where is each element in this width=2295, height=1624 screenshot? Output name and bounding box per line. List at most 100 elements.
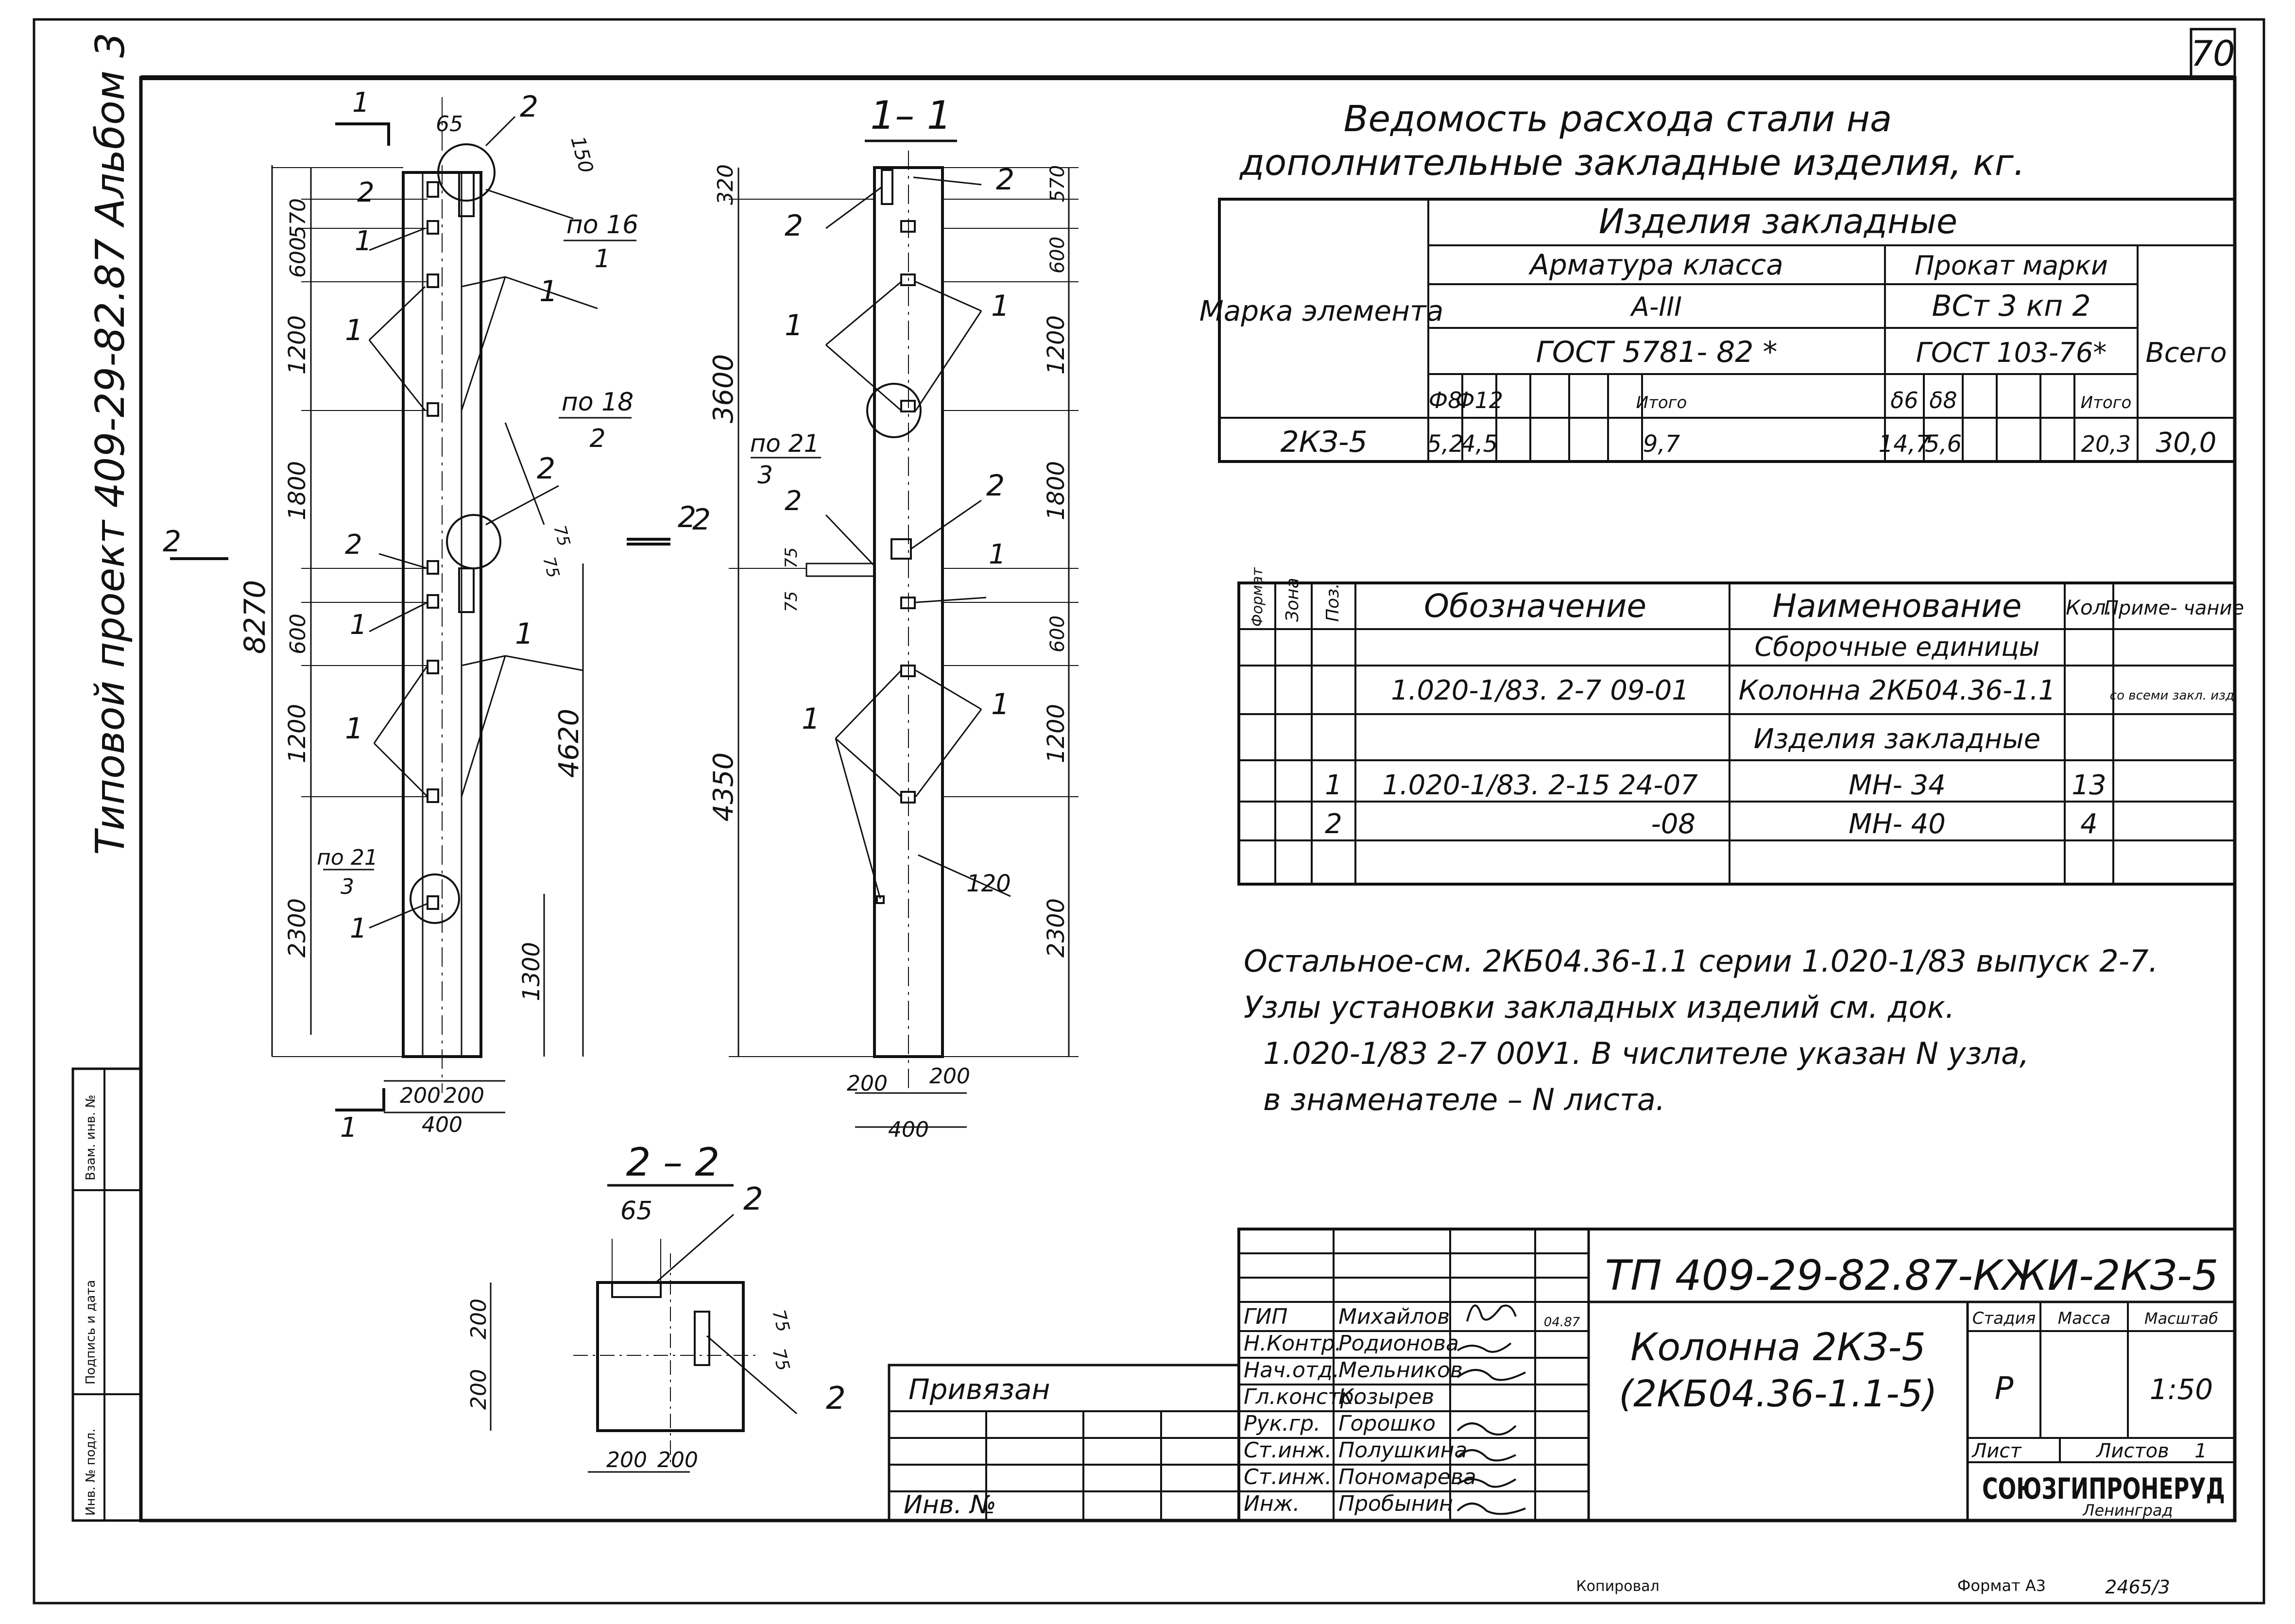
elev-pos2-b: 2 [345,529,362,561]
elev-dim-400: 400 [422,1112,462,1137]
elev-pos2-top: 2 [520,90,538,124]
section-1-top: 1 [352,87,370,119]
s11-dim-400: 400 [888,1117,929,1142]
node-16-label: по 16 [566,210,639,239]
tb-sheets-value: 1 [2194,1440,2207,1462]
spec-h-pos: Поз. [1323,583,1343,622]
steel-row-mark: 2КЗ-5 [1280,425,1367,459]
footer-format: Формат А3 [1957,1576,2046,1595]
steel-consumption-table: Ведомость расхода стали на дополнительны… [1199,98,2236,463]
role-title: Ст.инж. [1244,1438,1332,1463]
steel-col-rebar-gost: ГОСТ 5781- 82 * [1536,335,1777,369]
role-title: Н.Контр. [1244,1331,1342,1356]
steel-val-total: 30,0 [2156,427,2217,459]
elev-dim-1200: 1200 [284,315,311,375]
s11-dim-200b: 200 [929,1064,970,1089]
title-block: ТП 409-29-82.87-КЖИ-2КЗ-5 Колонна 2КЗ-5 … [888,1228,2236,1522]
elev-pos1-d: 1 [350,609,367,641]
elev-pos1-a: 1 [355,225,372,257]
s11-pos2-d: 2 [785,485,802,517]
tb-scale: 1:50 [2150,1373,2213,1406]
s11-dim-r570: 570 [1046,165,1069,202]
tb-stage-header: Стадия [1972,1309,2036,1328]
steel-val-f8: 5,2 [1427,430,1464,458]
role-title: ГИП [1244,1304,1288,1329]
s22-dim-75a: 75 [768,1308,793,1334]
steel-title-2: дополнительные закладные изделия, кг. [1239,142,2025,184]
role-person: Пономарева [1338,1465,1476,1489]
role-person: Мельников [1338,1358,1463,1383]
role-title: Инж. [1244,1491,1300,1516]
steel-title-1: Ведомость расхода стали на [1344,98,1892,140]
s22-dim-65: 65 [620,1197,652,1226]
s22-dim-75b: 75 [768,1347,793,1373]
left-strip: Инв. № подл. Подпись и дата Взам. инв. № [71,1067,142,1522]
elev-dim-75a: 75 [549,523,574,548]
role-title: Рук.гр. [1244,1411,1320,1436]
node-16-sheet: 1 [594,244,610,274]
tb-code: ТП 409-29-82.87-КЖИ-2КЗ-5 [1605,1251,2218,1300]
elev-dim-570: 570 [286,198,310,239]
spec-h-note: Приме- чание [2104,597,2244,619]
role-person: Горошко [1338,1411,1436,1436]
elev-dim-600: 600 [286,237,310,278]
s11-pos2-a: 2 [996,163,1014,197]
s11-pos1-b: 1 [991,289,1010,323]
elev-dim-200b: 200 [444,1083,484,1108]
notes: Остальное-см. 2КБ04.36-1.1 серии 1.020-1… [1244,943,2158,1117]
strip-inv-orig: Инв. № подл. [84,1429,98,1516]
elevation-view: 570 600 1200 1800 600 1200 2300 8270 462… [163,87,696,1144]
elev-dim-200a: 200 [400,1083,441,1108]
spec-r3-pos: 1 [1325,769,1342,801]
elev-dim-600b: 600 [286,614,310,654]
section-1-1-view: 1– 1 320 3600 4350 75 75 [627,93,1079,1142]
spec-h-format: Формат [1249,567,1266,627]
s11-pos1-c: 1 [989,539,1006,570]
elev-dim-4620: 4620 [553,709,585,778]
tb-sheet-label: Лист [1971,1440,2022,1462]
note-line-4: в знаменателе – N листа. [1263,1082,1665,1117]
steel-col-rolled: Прокат марки [1915,250,2108,281]
section-2-right: 2 [678,500,696,534]
spec-h-qty: Кол. [2066,596,2112,619]
signatures [1456,1304,1526,1515]
s11-dim-r2300: 2300 [1043,898,1070,957]
node-18-sheet: 2 [589,424,605,453]
spec-r2-name: Изделия закладные [1754,723,2041,755]
role-person: Родионова [1338,1331,1459,1356]
steel-val-itogo1: 9,7 [1643,430,1680,458]
elev-pos2-mid: 2 [537,452,555,486]
node-18-label: по 18 [562,388,634,417]
s11-pos1-e: 1 [991,687,1010,721]
s11-pos2-c: 2 [986,469,1005,503]
outer-border [33,18,2265,1605]
s11-dim-75b: 75 [782,591,801,612]
steel-col-mark: Марка элемента [1199,294,1444,327]
spec-r0-name: Сборочные единицы [1754,632,2039,662]
s22-pos2-right: 2 [826,1381,846,1417]
steel-val-d6: 14,7 [1879,430,1931,458]
elev-dim-65: 65 [436,112,463,137]
binding-inv: Инв. № [904,1490,996,1520]
s11-dim-r1200: 1200 [1043,315,1070,375]
steel-sub-f8: Ф8 [1429,387,1462,413]
note-line-3: 1.020-1/83 2-7 00У1. В числителе указан … [1263,1036,2029,1071]
tb-name-1: Колонна 2КЗ-5 [1630,1326,1926,1369]
binding-label: Привязан [908,1373,1050,1406]
specification-table: Формат Зона Поз. Обозначение Наименовани… [1237,567,2244,886]
node-21-sheet: 3 [341,874,354,899]
spec-r4-name: МН- 40 [1849,808,1946,840]
role-person: Пробынин [1338,1491,1453,1516]
note-line-1: Остальное-см. 2КБ04.36-1.1 серии 1.020-1… [1244,943,2158,979]
tb-city: Ленинград [2082,1501,2173,1520]
steel-val-f12: 4,5 [1461,430,1498,458]
tb-sheets-label: Листов [2095,1440,2169,1462]
s22-dim-200-l1: 200 [466,1299,491,1339]
steel-col-rebar-class: А-III [1630,291,1682,322]
steel-sub-d8: δ8 [1929,387,1957,413]
elev-dim-150: 150 [566,134,597,176]
node-21-label: по 21 [317,845,378,870]
s11-node-21-sheet: 3 [757,461,773,489]
